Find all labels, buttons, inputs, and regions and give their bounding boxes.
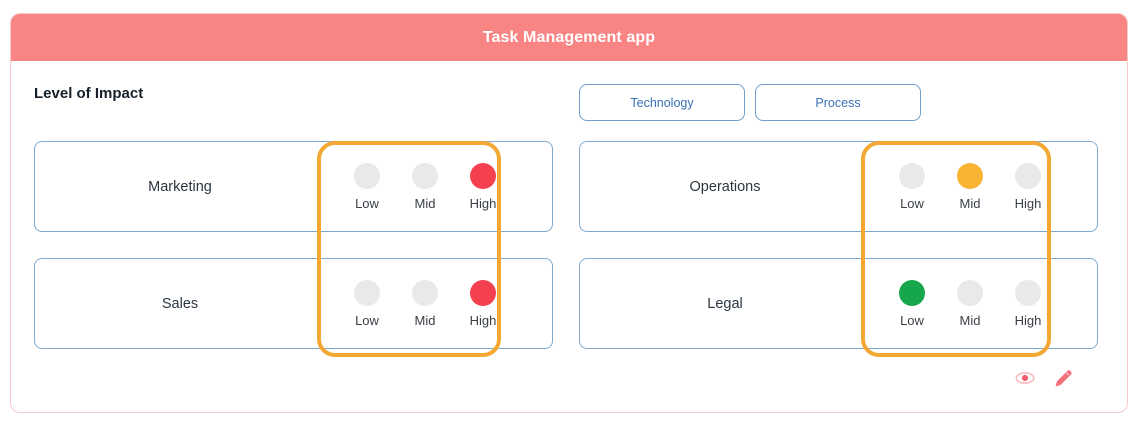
impact-option-label: Mid	[414, 195, 436, 211]
impact-option-label: Mid	[959, 195, 981, 211]
card-label: Marketing	[148, 178, 212, 195]
impact-option-low[interactable]: Low	[891, 279, 933, 328]
app-title: Task Management app	[482, 28, 656, 46]
impact-option-high[interactable]: High	[462, 279, 504, 328]
impact-option-label: Low	[355, 312, 379, 328]
eye-icon[interactable]	[1013, 366, 1037, 390]
impact-option-label: High	[469, 312, 497, 328]
page-title: Level of Impact	[34, 85, 144, 102]
tab-process[interactable]: Process	[755, 84, 921, 121]
impact-option-label: Mid	[959, 312, 981, 328]
impact-option-low[interactable]: Low	[346, 279, 388, 328]
radio-dot-mid[interactable]	[957, 279, 983, 306]
impact-option-mid[interactable]: Mid	[404, 162, 446, 211]
card-label: Legal	[707, 295, 743, 312]
impact-option-label: High	[1014, 195, 1042, 211]
impact-option-low[interactable]: Low	[891, 162, 933, 211]
impact-card-legal[interactable]: Legal Low Mid High	[579, 258, 1098, 349]
radio-dot-low[interactable]	[899, 162, 925, 189]
radio-dot-high[interactable]	[1015, 162, 1041, 189]
impact-option-high[interactable]: High	[1007, 162, 1049, 211]
card-label: Sales	[161, 295, 199, 312]
impact-card-marketing[interactable]: Marketing Low Mid High	[34, 141, 553, 232]
impact-option-label: Low	[355, 195, 379, 211]
impact-radio-group: Low Mid High	[346, 162, 504, 211]
radio-dot-mid[interactable]	[412, 162, 438, 189]
impact-option-mid[interactable]: Mid	[404, 279, 446, 328]
radio-dot-high[interactable]	[1015, 279, 1041, 306]
app-header: Task Management app	[11, 14, 1127, 61]
radio-dot-low[interactable]	[354, 279, 380, 306]
radio-dot-high[interactable]	[470, 279, 496, 306]
category-button-group: Technology Process	[579, 84, 921, 121]
radio-dot-low[interactable]	[899, 279, 925, 306]
impact-option-label: Mid	[414, 312, 436, 328]
footer-action-bar	[1013, 366, 1075, 390]
radio-dot-mid[interactable]	[957, 162, 983, 189]
impact-option-label: High	[469, 195, 497, 211]
radio-dot-low[interactable]	[354, 162, 380, 189]
impact-option-label: Low	[900, 312, 924, 328]
app-window: Task Management app Level of Impact Tech…	[10, 13, 1128, 413]
impact-radio-group: Low Mid High	[891, 162, 1049, 211]
tab-technology[interactable]: Technology	[579, 84, 745, 121]
impact-option-mid[interactable]: Mid	[949, 162, 991, 211]
impact-option-high[interactable]: High	[462, 162, 504, 211]
impact-radio-group: Low Mid High	[346, 279, 504, 328]
card-label: Operations	[689, 178, 761, 195]
impact-option-high[interactable]: High	[1007, 279, 1049, 328]
impact-card-grid: Marketing Low Mid High Operations	[34, 141, 1107, 349]
impact-card-sales[interactable]: Sales Low Mid High	[34, 258, 553, 349]
radio-dot-high[interactable]	[470, 162, 496, 189]
impact-option-low[interactable]: Low	[346, 162, 388, 211]
impact-radio-group: Low Mid High	[891, 279, 1049, 328]
pencil-icon[interactable]	[1051, 366, 1075, 390]
impact-option-mid[interactable]: Mid	[949, 279, 991, 328]
radio-dot-mid[interactable]	[412, 279, 438, 306]
impact-option-label: Low	[900, 195, 924, 211]
impact-card-operations[interactable]: Operations Low Mid High	[579, 141, 1098, 232]
impact-option-label: High	[1014, 312, 1042, 328]
